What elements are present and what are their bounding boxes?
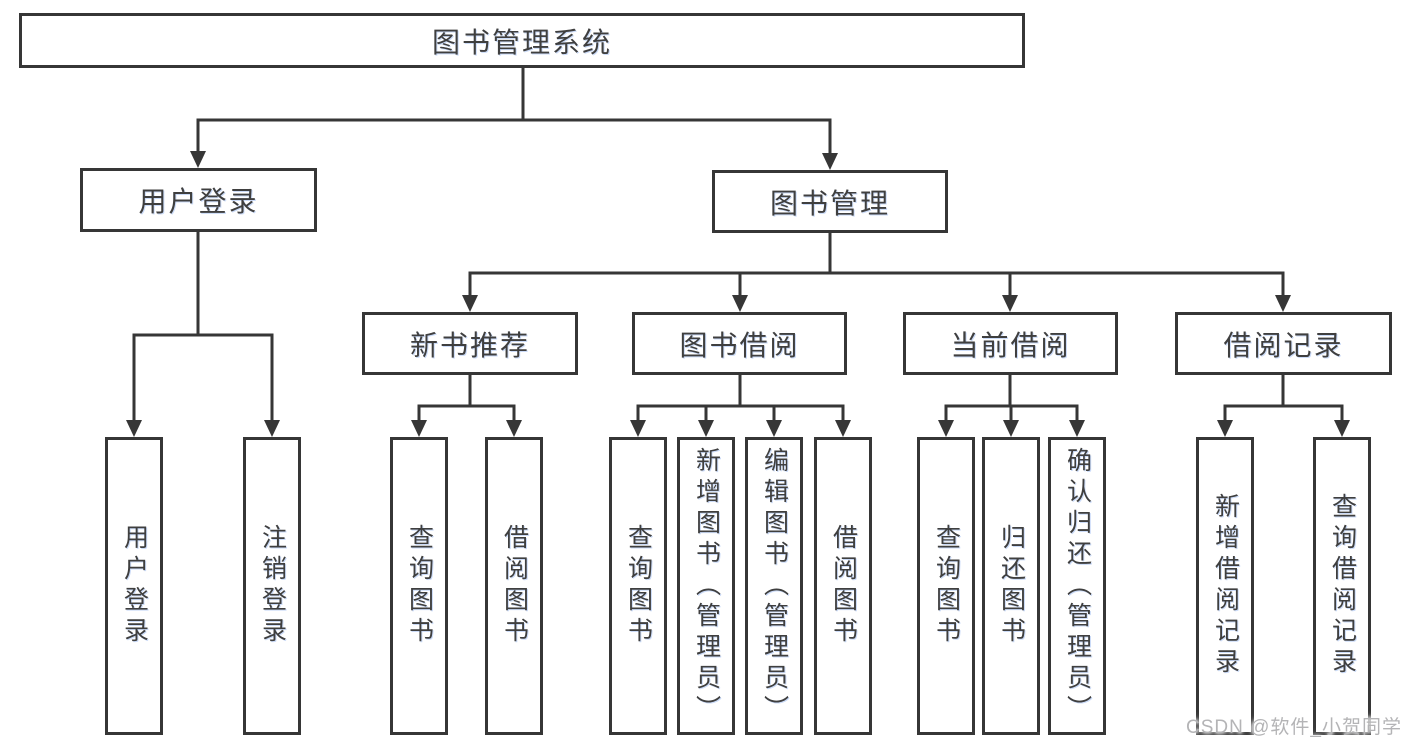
leaf-label: 编辑图书（管理员） [760,446,789,726]
leaf-label: 查询借阅记录 [1328,493,1357,679]
node-user-login: 用户登录 [80,168,317,232]
leaf-return-books: 归还图书 [982,437,1040,735]
leaf-add-books-admin: 新增图书（管理员） [677,437,735,735]
leaf-label: 确认归还（管理员） [1063,446,1092,726]
node-library-management-system: 图书管理系统 [19,13,1025,68]
node-book-borrow: 图书借阅 [632,312,847,375]
leaf-borrow-books: 借阅图书 [814,437,872,735]
leaf-query-books: 查询图书 [609,437,667,735]
leaf-label: 用户登录 [120,524,149,648]
leaf-label: 归还图书 [997,524,1026,648]
node-label: 图书管理系统 [431,26,612,58]
leaf-query-books: 查询图书 [390,437,448,735]
node-label: 图书管理 [769,187,890,219]
node-book-management: 图书管理 [712,170,948,233]
leaf-label: 查询图书 [405,524,434,648]
node-label: 借阅记录 [1223,329,1344,361]
leaf-user-login: 用户登录 [105,437,163,735]
leaf-label: 查询图书 [932,524,961,648]
node-label: 当前借阅 [950,329,1071,361]
leaf-label: 借阅图书 [829,524,858,648]
csdn-watermark: CSDN @软件_小贺同学 [1186,717,1402,738]
leaf-borrow-books: 借阅图书 [485,437,543,735]
node-current-borrow: 当前借阅 [903,312,1118,375]
leaf-label: 查询图书 [624,524,653,648]
leaf-label: 借阅图书 [500,524,529,648]
leaf-add-borrow-record: 新增借阅记录 [1196,437,1254,735]
leaf-label: 新增借阅记录 [1211,493,1240,679]
node-label: 图书借阅 [679,329,800,361]
node-label: 用户登录 [138,186,259,217]
leaf-label: 注销登录 [258,524,287,648]
leaf-edit-books-admin: 编辑图书（管理员） [745,437,803,735]
leaf-label: 新增图书（管理员） [692,446,721,726]
leaf-confirm-return-admin: 确认归还（管理员） [1048,437,1106,735]
leaf-logout: 注销登录 [243,437,301,735]
leaf-query-borrow-record: 查询借阅记录 [1313,437,1371,735]
leaf-query-books: 查询图书 [917,437,975,735]
node-label: 新书推荐 [409,329,530,361]
node-borrow-records: 借阅记录 [1175,312,1392,375]
node-new-book-recommend: 新书推荐 [362,312,578,375]
